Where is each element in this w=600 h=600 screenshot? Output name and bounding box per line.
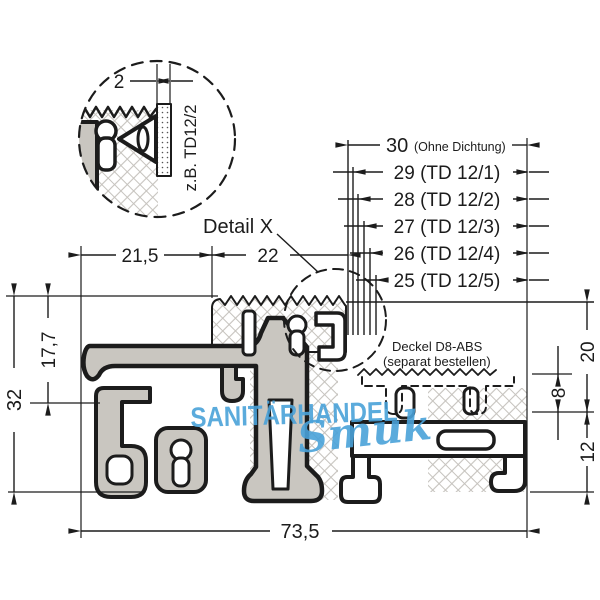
lower-rail-slot <box>436 429 496 451</box>
label-25: 25 (TD 12/5) <box>394 271 501 292</box>
label-30-note: (Ohne Dichtung) <box>414 140 506 154</box>
screw-channel-slot <box>267 398 294 491</box>
detail-seal-name: z.B. TD12/2 <box>182 105 200 192</box>
label-22: 22 <box>257 246 278 267</box>
detail-seal-strip <box>156 103 172 177</box>
cover-dashed-outline <box>361 376 515 415</box>
label-177: 17,7 <box>39 332 60 369</box>
detail-dim-2: 2 <box>114 72 125 93</box>
detail-knurl-edge <box>79 105 158 119</box>
detail-mushroom-stem <box>96 136 117 172</box>
cover-note-line1: Deckel D8-ABS <box>392 339 483 354</box>
detail-clamp-slot <box>136 125 150 153</box>
detail-marker-circle <box>283 268 387 372</box>
detail-x-label: Detail X <box>203 216 273 238</box>
label-12: 12 <box>578 441 599 462</box>
label-29: 29 (TD 12/1) <box>394 163 501 184</box>
cover-wavy-top <box>357 368 497 376</box>
lower-rail-j-foot <box>489 454 527 493</box>
strip-mushroom-stem <box>288 329 306 357</box>
strip-slot <box>241 309 257 357</box>
label-28: 28 (TD 12/2) <box>394 190 501 211</box>
dimensions <box>6 64 594 538</box>
detail-circle-outline <box>77 59 237 219</box>
lower-rail-t-foot <box>339 454 382 504</box>
seal-clamp-channel <box>314 311 347 362</box>
main-profile <box>81 268 527 504</box>
curl-port-slot <box>171 456 191 488</box>
label-26: 26 (TD 12/4) <box>394 244 501 265</box>
label-27: 27 (TD 12/3) <box>394 217 501 238</box>
aluminum-hook <box>220 364 245 403</box>
detail-leader-line <box>276 233 319 273</box>
label-735: 73,5 <box>281 521 320 543</box>
aluminum-body <box>81 315 325 504</box>
cover-note-line2: (separat bestellen) <box>383 354 491 369</box>
label-32: 32 <box>4 389 26 411</box>
label-20: 20 <box>578 341 599 362</box>
clamp-inner-slot <box>105 454 134 486</box>
label-215: 21,5 <box>122 246 159 267</box>
label-30: 30 <box>386 135 408 157</box>
detail-view <box>77 59 237 219</box>
dimension-labels: 30 (Ohne Dichtung) 29 (TD 12/1) 28 (TD 1… <box>4 72 599 543</box>
detail-dim-ext <box>156 64 171 104</box>
label-8: 8 <box>549 388 570 399</box>
